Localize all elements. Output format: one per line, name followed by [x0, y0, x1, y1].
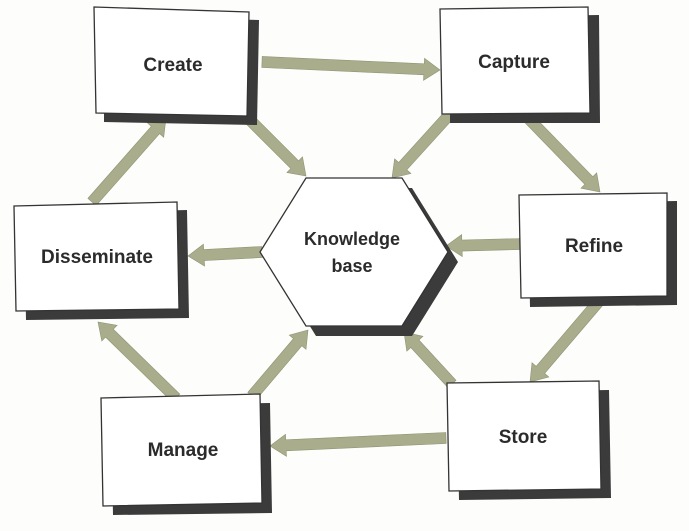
- node-create-box: [93, 6, 250, 117]
- node-store-label: Store: [499, 427, 548, 448]
- arrow-manage-to-disseminate: [97, 321, 181, 403]
- node-create-label: Create: [143, 55, 202, 76]
- arrow-store-to-manage: [269, 432, 447, 457]
- node-capture: Capture: [439, 6, 600, 123]
- node-refine-box: [518, 192, 668, 299]
- node-disseminate: Disseminate: [13, 201, 189, 320]
- arrow-capture-to-hub: [391, 109, 455, 179]
- arrows: [87, 56, 605, 457]
- hub-hexagon: [259, 177, 449, 327]
- node-store-box: [446, 380, 602, 492]
- node-manage-box: [100, 393, 263, 507]
- arrow-hub-to-disseminate: [187, 243, 263, 267]
- node-store: Store: [446, 380, 611, 500]
- arrow-refine-to-store: [529, 295, 605, 383]
- arrow-disseminate-to-create: [87, 117, 167, 207]
- node-create: Create: [93, 6, 259, 125]
- node-manage: Manage: [100, 393, 272, 515]
- arrow-store-to-hub: [403, 331, 457, 389]
- arrow-refine-to-hub: [445, 234, 523, 258]
- hub-label-line2: base: [331, 256, 372, 276]
- arrow-create-to-capture: [261, 56, 441, 81]
- arrow-capture-to-refine: [523, 113, 601, 193]
- node-disseminate-box: [13, 201, 180, 312]
- node-refine-label: Refine: [565, 236, 623, 257]
- node-refine: Refine: [518, 192, 677, 307]
- node-disseminate-label: Disseminate: [41, 247, 153, 268]
- node-capture-box: [439, 6, 591, 115]
- knowledge-base-hub: Knowledge base: [259, 177, 458, 336]
- hub-label-line1: Knowledge: [304, 229, 400, 249]
- node-manage-label: Manage: [148, 440, 219, 461]
- arrow-manage-to-hub: [247, 329, 309, 401]
- node-capture-label: Capture: [478, 52, 550, 73]
